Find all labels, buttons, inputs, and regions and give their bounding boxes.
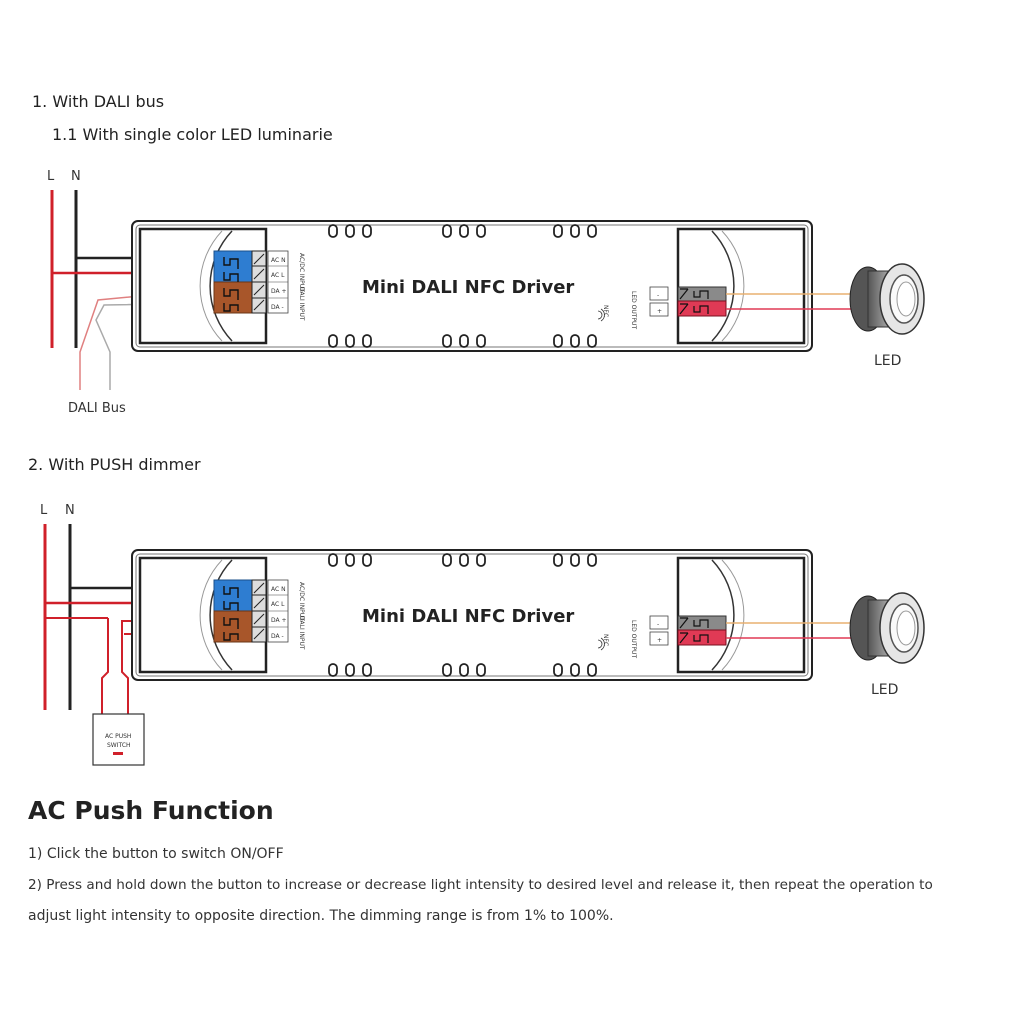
input-label-dali-2: DALI INPUT <box>298 616 305 650</box>
label-neutral: N <box>71 169 81 184</box>
nfc-label-2: NFC <box>602 634 609 646</box>
driver-unit-1: Mini DALI NFC Driver AC N AC L DA + DA -… <box>130 219 814 353</box>
label-neutral-2: N <box>65 503 75 518</box>
label-live-2: L <box>40 503 48 518</box>
dali-bus-label: DALI Bus <box>68 401 126 416</box>
driver-title-2: Mini DALI NFC Driver <box>362 606 574 627</box>
output-plus-2: + <box>657 637 662 644</box>
diagram-push-dimmer: L N AC PUSH SWITCH Mini DALI NFC Driver … <box>40 503 925 766</box>
led-label-2: LED <box>871 682 898 698</box>
terminal-acl-2: AC L <box>271 601 285 608</box>
terminal-da-plus-2: DA + <box>271 617 287 624</box>
output-label: LED OUTPUT <box>630 291 637 329</box>
terminal-da-plus: DA + <box>271 288 287 295</box>
output-plus: + <box>657 308 662 315</box>
section1-heading: 1. With DALI bus <box>32 92 164 111</box>
ac-push-line-2: 2) Press and hold down the button to inc… <box>28 877 933 893</box>
terminal-acl: AC L <box>271 272 285 279</box>
section1-subheading: 1.1 With single color LED luminarie <box>52 125 333 144</box>
nfc-icon <box>597 308 605 322</box>
output-minus: - <box>657 292 659 299</box>
nfc-label: NFC <box>602 305 609 317</box>
input-label-ac-2: AC/DC INPUT <box>298 582 305 621</box>
label-live: L <box>47 169 55 184</box>
led-lamp-1 <box>849 263 925 335</box>
driver-title: Mini DALI NFC Driver <box>362 277 574 298</box>
led-label-1: LED <box>874 353 901 369</box>
switch-label-2: SWITCH <box>107 742 131 749</box>
wiring-diagram: 1. With DALI bus 1.1 With single color L… <box>28 92 925 766</box>
switch-label-1: AC PUSH <box>105 733 131 740</box>
terminal-da-minus: DA - <box>271 304 284 311</box>
terminal-acn-2: AC N <box>271 586 286 593</box>
ac-push-switch <box>92 713 145 766</box>
ac-push-line-3: adjust light intensity to opposite direc… <box>28 908 614 924</box>
terminal-da-minus-2: DA - <box>271 633 284 640</box>
section2-heading: 2. With PUSH dimmer <box>28 455 201 474</box>
ac-push-line-1: 1) Click the button to switch ON/OFF <box>28 846 284 862</box>
led-lamp-2 <box>849 592 925 664</box>
input-label-ac: AC/DC INPUT <box>298 253 305 292</box>
input-label-dali: DALI INPUT <box>298 287 305 321</box>
ac-push-title: AC Push Function <box>28 796 274 825</box>
diagram-dali-bus: L N DALI Bus Mini DALI NFC Driver AC N A… <box>47 169 925 416</box>
driver-unit-2: Mini DALI NFC Driver AC N AC L DA + DA -… <box>130 548 814 682</box>
output-label-2: LED OUTPUT <box>630 620 637 658</box>
terminal-acn: AC N <box>271 257 286 264</box>
nfc-icon-2 <box>597 637 605 651</box>
output-minus-2: - <box>657 621 659 628</box>
switch-indicator <box>113 752 123 755</box>
